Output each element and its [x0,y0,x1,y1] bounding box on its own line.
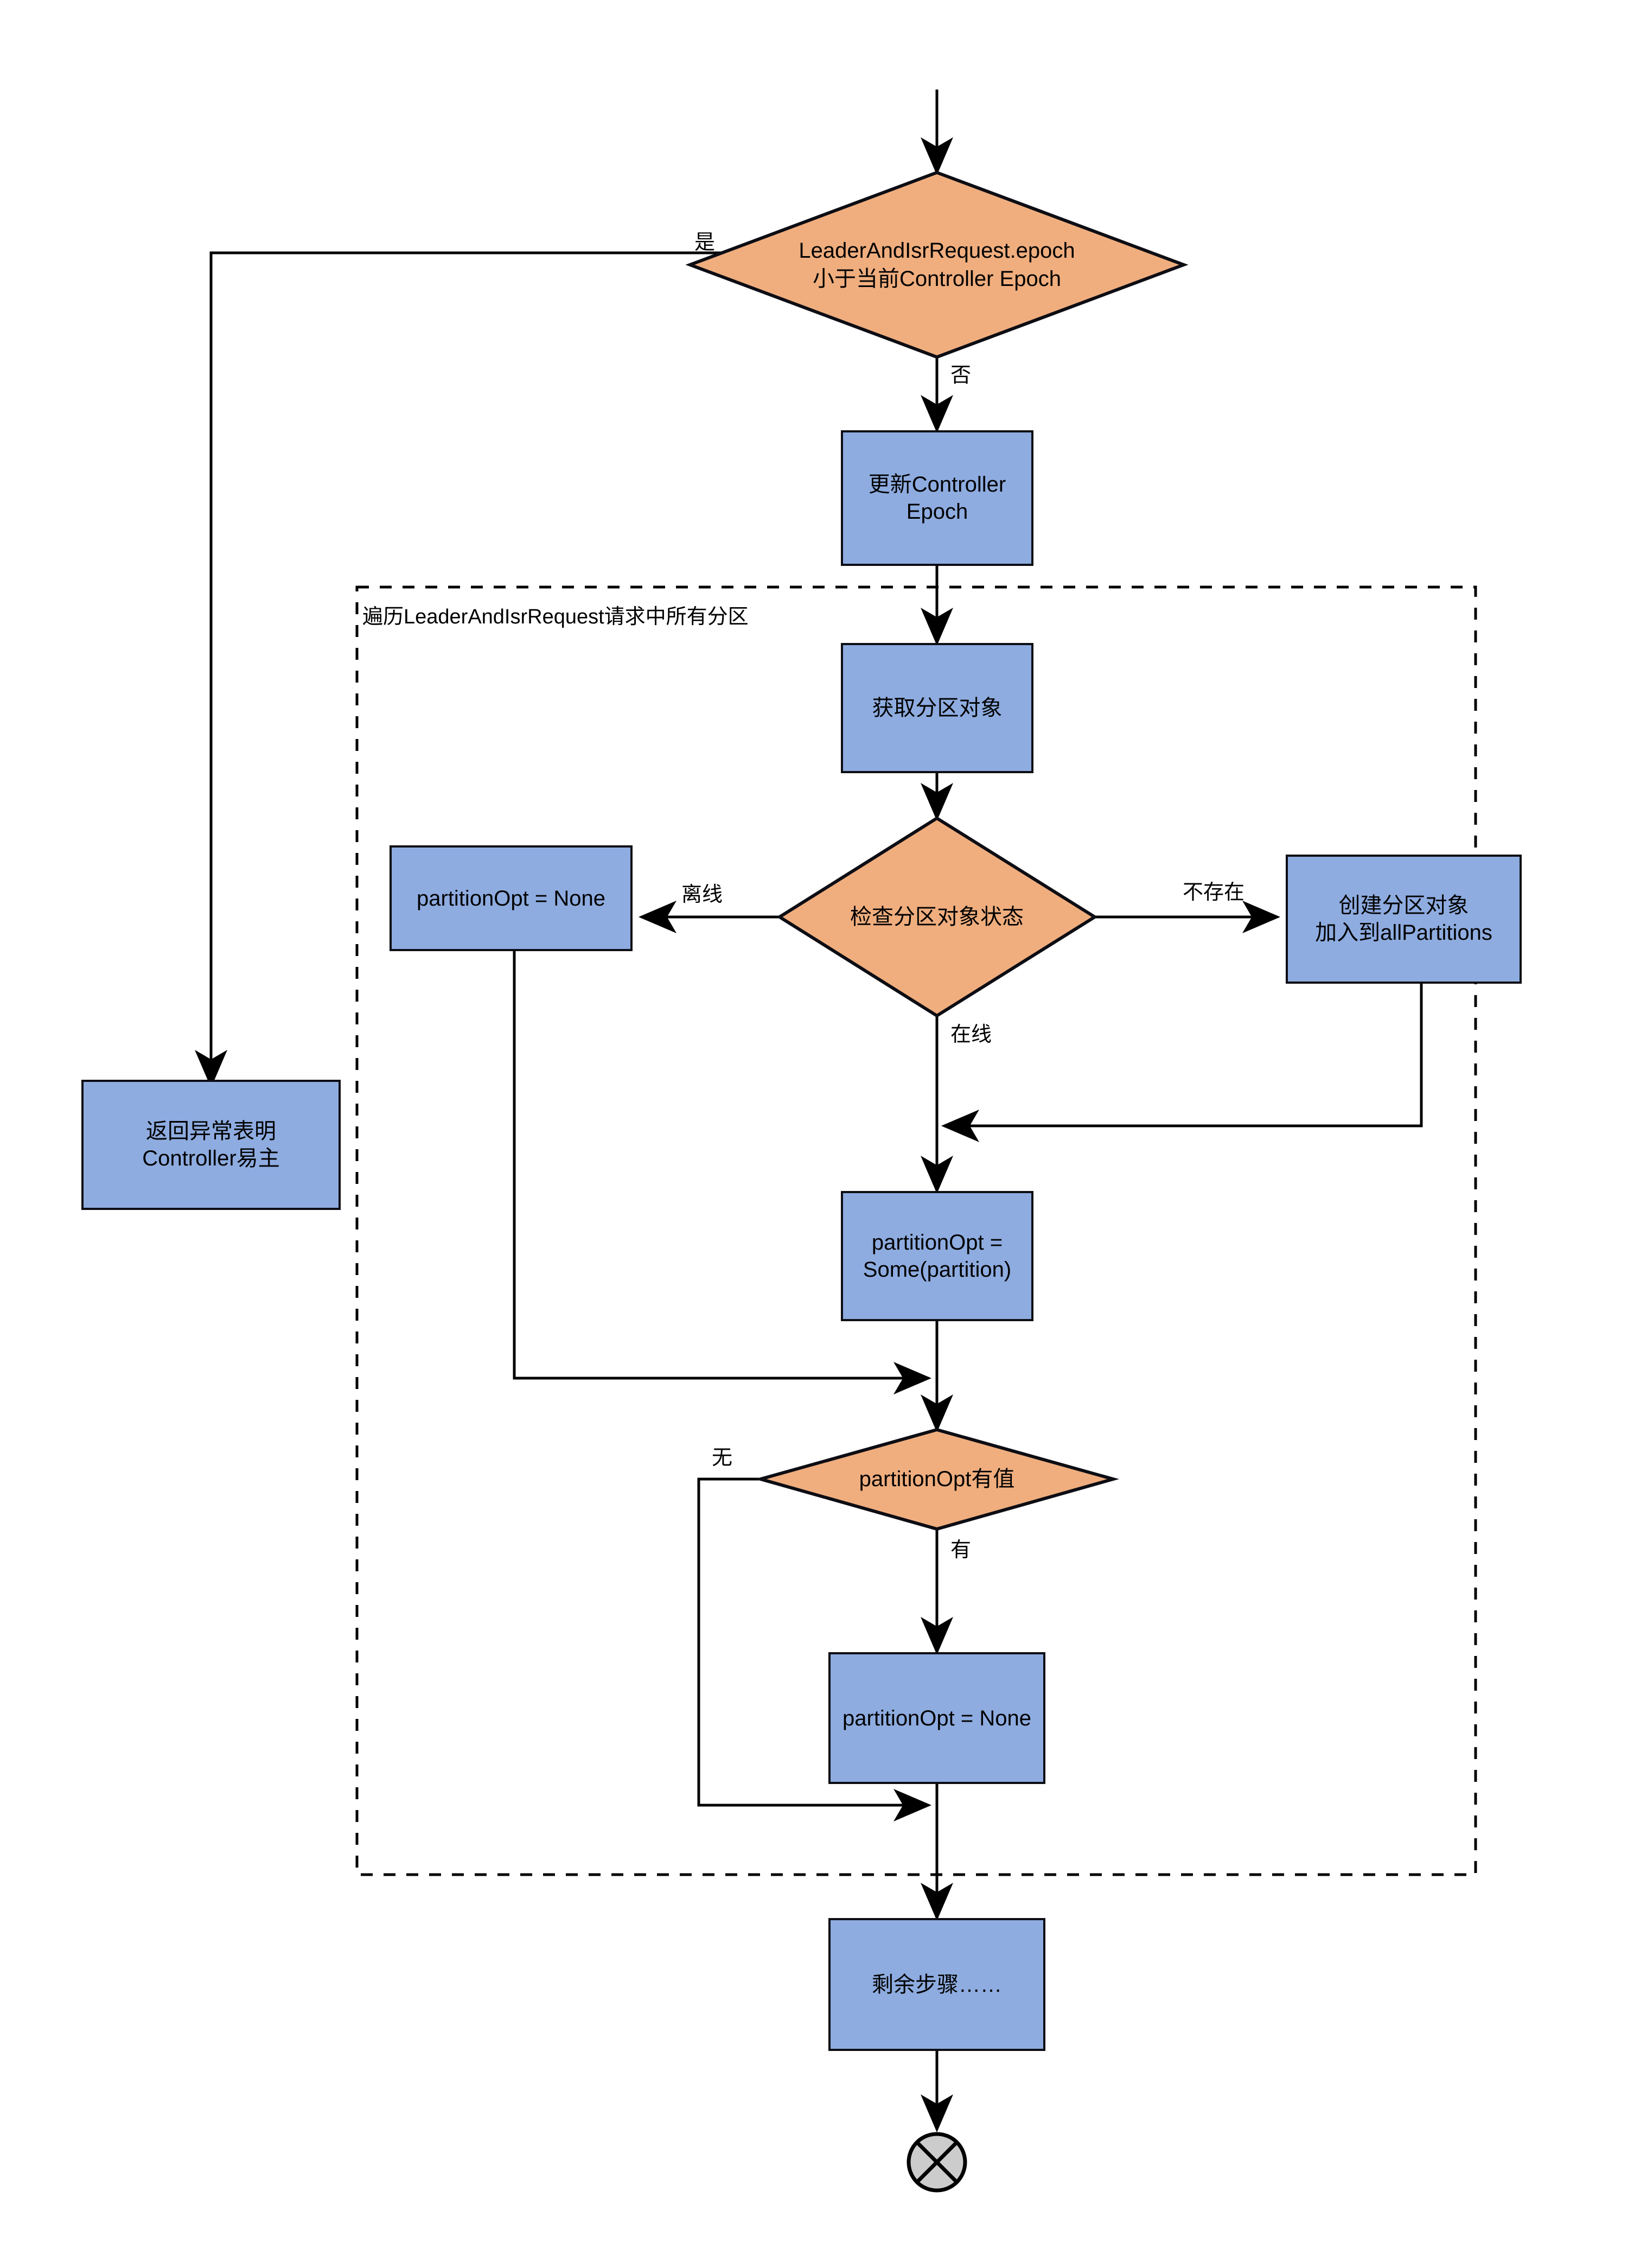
node-partition-opt-none-bottom[interactable]: partitionOpt = None [828,1652,1045,1784]
decision-epoch-shape[interactable] [685,170,1189,359]
edge-label-none-value: 无 [712,1447,733,1469]
edge-label-no: 否 [950,364,972,387]
node-return-exception[interactable]: 返回异常表明 Controller易主 [81,1080,341,1210]
edge-novalue [697,1477,917,1807]
node-get-partition[interactable]: 获取分区对象 [841,643,1033,773]
edge-label-offline: 离线 [681,883,723,906]
node-get-partition-label: 获取分区对象 [872,696,1003,720]
decision-has-value-shape[interactable] [754,1428,1120,1531]
node-partition-opt-none-left-label: partitionOpt = None [417,886,605,910]
node-partition-opt-some-line2: Some(partition) [863,1258,1012,1282]
node-create-partition-line2: 加入到allPartitions [1315,921,1492,945]
edge-yes-path [209,251,746,1080]
node-update-controller-epoch[interactable]: 更新Controller Epoch [841,430,1033,566]
edge-leftnone-join [513,951,917,1380]
edge-label-online: 在线 [950,1023,992,1046]
node-create-partition[interactable]: 创建分区对象 加入到allPartitions [1286,855,1522,984]
node-partition-opt-none-left[interactable]: partitionOpt = None [390,845,633,951]
node-partition-opt-some-text: partitionOpt = Some(partition) [863,1229,1011,1283]
node-return-exception-text: 返回异常表明 Controller易主 [142,1118,279,1172]
node-create-partition-text: 创建分区对象 加入到allPartitions [1315,892,1492,946]
node-partition-opt-some-line1: partitionOpt = [871,1231,1003,1254]
node-create-partition-line1: 创建分区对象 [1338,894,1469,918]
node-remaining-steps-label: 剩余步骤…… [872,1972,1002,1997]
node-remaining-steps[interactable]: 剩余步骤…… [828,1918,1045,2051]
node-partition-opt-none-bottom-label: partitionOpt = None [842,1706,1031,1730]
loop-container-label: 遍历LeaderAndIsrRequest请求中所有分区 [362,606,749,628]
edge-label-has-value: 有 [950,1539,972,1562]
decision-check-state-shape[interactable] [776,816,1098,1018]
edge-label-yes: 是 [694,231,716,254]
edge-label-not-exist: 不存在 [1183,881,1245,904]
node-return-exception-line1: 返回异常表明 [146,1119,276,1143]
node-partition-opt-some[interactable]: partitionOpt = Some(partition) [841,1191,1033,1321]
edge-create-join [955,984,1423,1127]
end-node[interactable] [907,2132,967,2193]
loop-container [355,585,1477,1876]
node-update-controller-epoch-label: 更新Controller Epoch [868,473,1006,524]
node-return-exception-line2: Controller易主 [142,1146,280,1170]
